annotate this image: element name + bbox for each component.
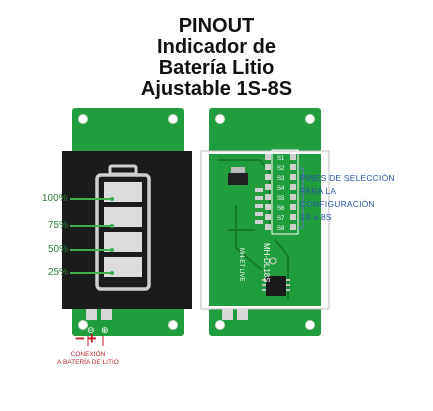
battery-outline	[95, 173, 151, 291]
pin-pad	[290, 194, 296, 200]
polarity-signs: −+	[75, 329, 99, 348]
mount-hole	[168, 320, 178, 330]
lcd-display	[62, 151, 192, 309]
mount-hole	[305, 320, 315, 330]
pin-label-s4: S4	[277, 186, 285, 192]
pin-pad	[265, 164, 271, 170]
pin-header-box	[271, 149, 299, 235]
transistor-tab	[231, 167, 245, 173]
selection-pins-note: PINES DE SELECCIÓN PARA LA CONFIGURACIÓN…	[300, 172, 430, 224]
title-line-1: PINOUT	[178, 15, 255, 37]
terminal-pad-negative	[86, 309, 97, 320]
pin-pad	[290, 184, 296, 190]
pin-pad	[265, 194, 271, 200]
mount-hole	[305, 114, 315, 124]
terminal-pad-positive	[101, 309, 112, 320]
note-line-4: 1S a 8S	[300, 212, 332, 222]
pin-pad	[265, 214, 271, 220]
pin-label-s7: S7	[277, 216, 285, 222]
note-line-3: CONFIGURACIÓN	[300, 199, 375, 209]
pin-pad	[265, 204, 271, 210]
pin-label-s1: S1	[277, 156, 285, 162]
terminal-positive-symbol: ⊕	[101, 326, 109, 336]
smd-resistors	[255, 188, 263, 224]
level-pointer-dot	[110, 248, 114, 252]
pin-label-s3: S3	[277, 176, 285, 182]
level-pointer-dot	[110, 271, 114, 275]
title-line-2: Indicador de	[157, 36, 276, 58]
pin-pad	[265, 224, 271, 230]
ic-chip	[266, 276, 286, 296]
mount-hole	[215, 320, 225, 330]
pin-label-s2: S2	[277, 166, 285, 172]
battery-cell-100	[104, 182, 142, 202]
pin-pad	[290, 154, 296, 160]
pin-pad	[265, 184, 271, 190]
level-label-25: 25%	[48, 267, 69, 278]
level-label-100: 100%	[42, 193, 68, 204]
mount-hole	[78, 114, 88, 124]
pin-pad	[290, 224, 296, 230]
note-line-1: PINES DE SELECCIÓN	[300, 173, 395, 183]
pin-label-s6: S6	[277, 206, 285, 212]
connection-line-2: A BATERÍA DE LITIO	[57, 359, 119, 366]
pin-label-s5: S5	[277, 196, 285, 202]
level-label-75: 75%	[48, 220, 69, 231]
test-pad	[269, 257, 277, 265]
title-line-3: Batería Litio	[158, 57, 275, 79]
board-brand-label: MH-ET LIVE	[238, 248, 244, 282]
battery-cell-50	[104, 232, 142, 252]
connection-line-1: CONEXIÓN	[70, 351, 106, 358]
pin-label-s8: S8	[277, 226, 285, 232]
level-label-50: 50%	[48, 244, 69, 255]
connection-label: CONEXIÓN A BATERÍA DE LITIO	[38, 351, 138, 367]
pin-pad	[290, 164, 296, 170]
mount-hole	[215, 114, 225, 124]
pin-pad	[290, 174, 296, 180]
level-pointer-dot	[110, 197, 114, 201]
pin-pad	[265, 174, 271, 180]
back-pad	[222, 309, 233, 320]
front-board: ⊖ ⊕	[62, 108, 192, 336]
pin-pad	[290, 214, 296, 220]
ic-pins	[262, 279, 290, 291]
note-line-2: PARA LA	[300, 186, 337, 196]
level-pointers	[70, 197, 114, 275]
mount-hole	[168, 114, 178, 124]
board-model-label: MH-DL18S	[262, 243, 271, 283]
level-pointer-dot	[110, 224, 114, 228]
back-pad	[237, 309, 248, 320]
transistor	[228, 173, 248, 185]
mount-hole	[78, 320, 88, 330]
pin-pad	[265, 154, 271, 160]
title-line-4: Ajustable 1S-8S	[140, 78, 293, 100]
terminal-negative-symbol: ⊖	[87, 326, 95, 336]
pin-pad	[290, 204, 296, 210]
pinout-title: PINOUT Indicador de Batería Litio Ajusta…	[0, 16, 433, 100]
battery-cell-75	[104, 207, 142, 227]
